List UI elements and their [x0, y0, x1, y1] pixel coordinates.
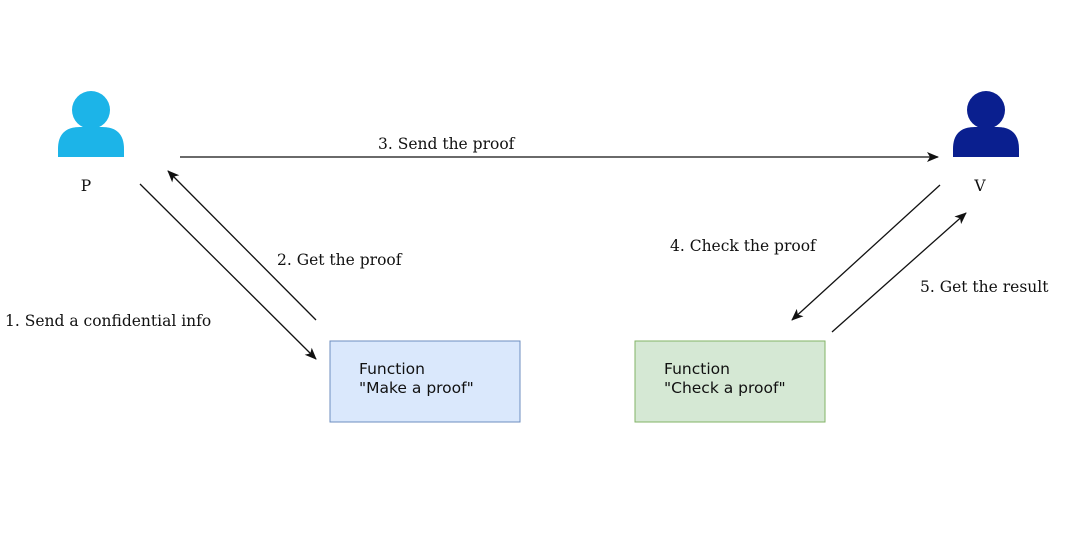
user-icon	[953, 91, 1019, 157]
prover-actor: P	[58, 91, 124, 195]
step-get-proof-label: 2. Get the proof	[277, 251, 403, 269]
step-send-proof-label: 3. Send the proof	[378, 135, 516, 153]
make-proof-box: Function "Make a proof"	[329, 340, 521, 423]
verifier-actor: V	[953, 91, 1019, 195]
user-icon	[58, 91, 124, 157]
get-proof-arrow	[167, 170, 317, 321]
make-proof-box-line2: "Make a proof"	[359, 379, 474, 397]
check-proof-box-line1: Function	[664, 360, 730, 378]
check-proof-box-line2: "Check a proof"	[664, 379, 786, 397]
make-proof-box-line1: Function	[359, 360, 425, 378]
check-proof-box: Function "Check a proof"	[634, 340, 826, 423]
check-proof-arrow	[791, 184, 941, 321]
get-result-arrow	[831, 212, 967, 333]
step-check-proof-label: 4. Check the proof	[670, 237, 817, 255]
verifier-label: V	[973, 177, 986, 195]
step-get-result-label: 5. Get the result	[920, 278, 1049, 296]
send-info-arrow	[139, 183, 317, 360]
step-send-info-label: 1. Send a confidential info	[5, 312, 211, 330]
prover-label: P	[81, 177, 91, 195]
